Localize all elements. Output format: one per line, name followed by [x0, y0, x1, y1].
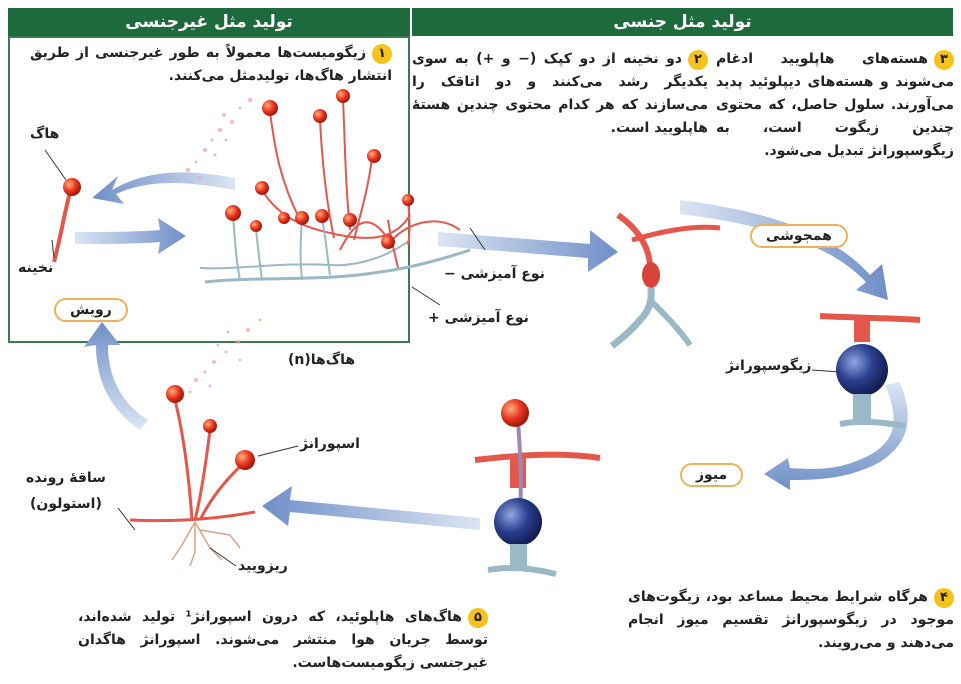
- spore-icon: [63, 178, 81, 196]
- step-5-badge: ۵: [468, 608, 488, 628]
- label-stolon-alt: (استولون): [30, 496, 102, 512]
- label-sporangium: اسپورانژ: [300, 436, 360, 452]
- label-zygosporangium: زیگوسپورانژ: [726, 358, 811, 374]
- stolon-plant: [118, 385, 298, 566]
- germinating-spore: [45, 150, 81, 262]
- pill-germination: رویش: [54, 298, 128, 322]
- step-5-text: ۵هاگ‌های هاپلوئید، که درون اسپورانژ¹ تول…: [78, 606, 488, 675]
- pill-fusion: همجوشی: [750, 224, 848, 248]
- step-3-body: هسته‌های هاپلویید ادغام می‌شوند و هسته‌ه…: [716, 51, 954, 159]
- step-3-badge: ۳: [934, 50, 954, 70]
- step-4-text: ۴هرگاه شرایط محیط مساعد بود، زیگوت‌های م…: [628, 586, 954, 655]
- label-rhizoid: ریزویید: [238, 558, 288, 574]
- label-mating-minus: نوع آمیزشی −: [444, 266, 545, 282]
- step-2-body: دو نخینه از دو کپک (− و +) به سوی یکدیگر…: [412, 51, 708, 136]
- label-spore: هاگ: [30, 126, 59, 142]
- sporangium-icon: [235, 450, 255, 470]
- arrow-fusion: [680, 200, 888, 300]
- step-1-text: ۱زیگومیست‌ها معمولاً به طور غیرجنسی از ط…: [30, 42, 392, 88]
- label-hypha: نخینه: [18, 260, 53, 276]
- arrow-germination: [84, 322, 148, 430]
- step-2-badge: ۲: [688, 50, 708, 70]
- arrow-spore-to-mycelium: [75, 218, 186, 254]
- step-1-body: زیگومیست‌ها معمولاً به طور غیرجنسی از طر…: [30, 45, 392, 84]
- step-5-body: هاگ‌های هاپلوئید، که درون اسپورانژ¹ تولی…: [78, 609, 488, 671]
- step-4-body: هرگاه شرایط محیط مساعد بود، زیگوت‌های مو…: [628, 589, 954, 651]
- pill-meiosis: میوز: [680, 463, 743, 487]
- arrow-to-sporangium: [262, 486, 480, 530]
- step-1-badge: ۱: [372, 44, 392, 64]
- step-2-text: ۲دو نخینه از دو کپک (− و +) به سوی یکدیگ…: [412, 48, 708, 140]
- label-mating-plus: نوع آمیزشی +: [428, 310, 529, 326]
- label-stolon: ساقهٔ رونده: [26, 470, 106, 486]
- mating-hyphae: [612, 215, 720, 346]
- arrow-to-spore: [92, 172, 235, 204]
- zygosporangium-icon: [836, 344, 888, 396]
- dispersing-spores: [186, 98, 262, 394]
- germinating-zygospore: [475, 399, 600, 574]
- step-4-badge: ۴: [934, 588, 954, 608]
- step-3-text: ۳هسته‌های هاپلویید ادغام می‌شوند و هسته‌…: [716, 48, 954, 163]
- label-spores-n: هاگ‌ها(n): [288, 352, 355, 368]
- arrow-meiosis: [764, 382, 908, 490]
